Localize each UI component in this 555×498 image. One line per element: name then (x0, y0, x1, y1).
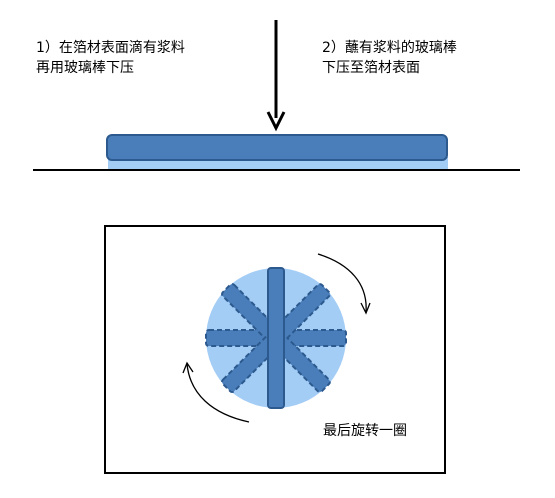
rotation-arrow-lower-left (186, 363, 250, 423)
glass-rod-current (267, 267, 285, 409)
arrow-down-icon (266, 111, 286, 132)
rotation-arrow-upper-right (317, 253, 367, 313)
press-illustration (33, 20, 520, 171)
final-step-caption-text: 最后旋转一圈 (323, 423, 407, 439)
step2-caption: 2）蘸有浆料的玻璃棒 下压至箔材表面 (322, 38, 457, 78)
rotation-arrowhead-lower (182, 361, 194, 374)
step1-caption-line2: 再用玻璃棒下压 (36, 60, 134, 76)
step2-caption-line1: 2）蘸有浆料的玻璃棒 (322, 40, 457, 56)
step2-caption-line2: 下压至箔材表面 (322, 60, 420, 76)
curved-rotation-arrow-icon (182, 253, 371, 423)
rotation-illustration (104, 225, 446, 474)
foil-sheet (106, 134, 448, 161)
step1-caption-line1: 1）在箔材表面滴有浆料 (36, 40, 185, 56)
step1-caption: 1）在箔材表面滴有浆料 再用玻璃棒下压 (36, 38, 185, 78)
rotation-arrowhead-upper (360, 302, 371, 315)
final-step-caption: 最后旋转一圈 (323, 421, 407, 441)
